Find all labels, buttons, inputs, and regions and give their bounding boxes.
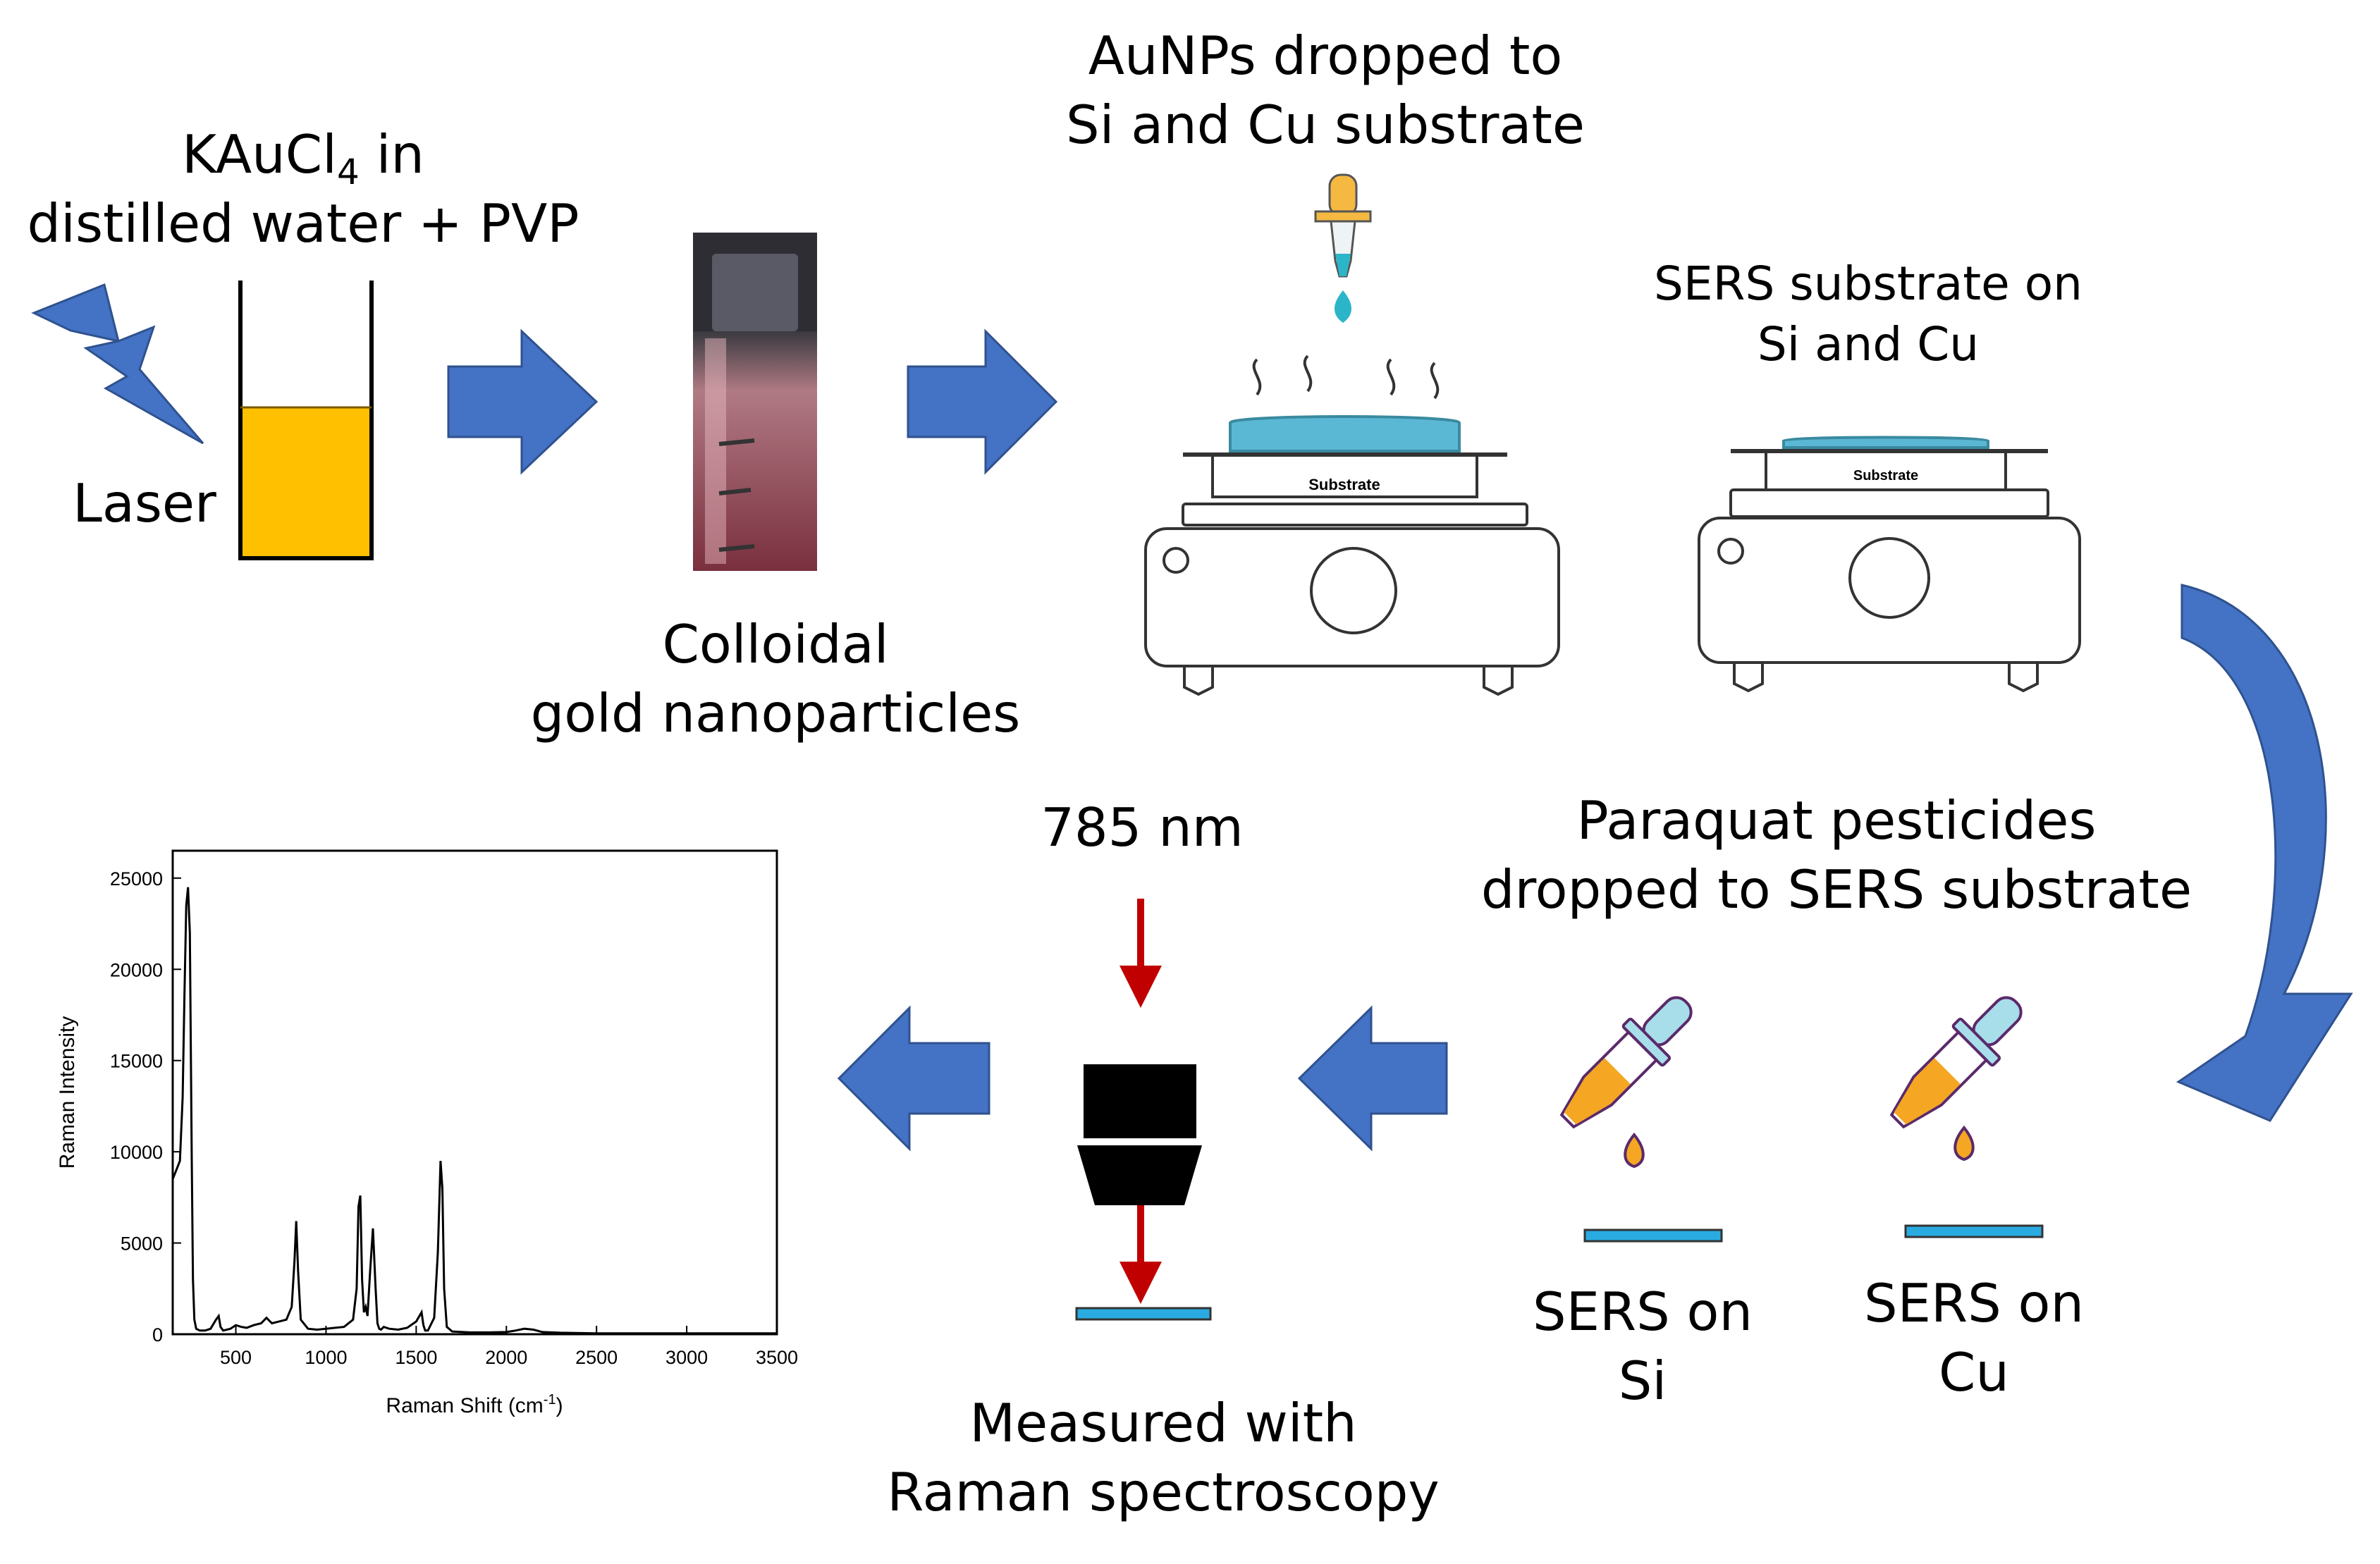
sers-si-label: SERS on Si [1533,1281,1753,1412]
chart-frame [171,849,778,1336]
flow-arrow-2 [907,328,1058,475]
x-tick-label: 500 [220,1347,252,1368]
x-tick-label: 2000 [485,1347,527,1368]
raman-spectrum-chart: 500 1000 1500 2000 2500 3000 3500 0 5000 10000 150… [56,849,798,1417]
measured-label: Measured with Raman spectroscopy [887,1392,1440,1523]
lightning-icon [31,283,204,445]
colloidal-label: Colloidal gold nanoparticles [530,613,1021,744]
sers-cu-substrate [1904,1224,2044,1238]
x-tick-label: 3000 [665,1347,708,1368]
x-tick-label: 2500 [575,1347,618,1368]
flow-arrow-4 [837,1005,990,1152]
kaucl4-label: KAuCl4 in distilled water + PVP [27,123,579,254]
dropper-icon [1314,173,1372,323]
beaker-icon [238,281,374,560]
x-tick-label: 1500 [395,1347,437,1368]
substrate-plate-label: Substrate [1308,476,1380,493]
wavelength-label: 785 nm [1041,796,1244,858]
y-tick-label: 15000 [110,1051,163,1072]
curved-flow-arrow [2176,584,2353,1122]
substrate-plate-label: Substrate [1853,468,1918,484]
paraquat-label: Paraquat pesticides dropped to SERS subs… [1480,789,2192,920]
y-tick-label: 25000 [110,868,163,889]
y-tick-label: 0 [152,1324,163,1346]
hotplate-icon [1144,415,1560,696]
x-tick-label: 1000 [305,1347,347,1368]
flow-arrow-3 [1297,1005,1448,1152]
dropper-icon [1559,996,1693,1169]
objective-icon [1075,899,1212,1321]
flow-arrow-1 [447,328,599,475]
dropper-icon [1889,996,2023,1162]
sers-substrate-label: SERS substrate on Si and Cu [1654,257,2082,371]
sers-si-substrate [1583,1229,1723,1243]
y-tick-label: 20000 [110,959,163,980]
sers-cu-label: SERS on Cu [1864,1272,2084,1403]
aunps-label: AuNPs dropped to Si and Cu substrate [1065,25,1585,156]
laser-label: Laser [73,472,216,534]
y-tick-label: 5000 [121,1233,163,1255]
x-tick-label: 3500 [756,1347,798,1368]
x-axis-label: Raman Shift (cm-1) [386,1392,563,1417]
y-tick-label: 10000 [110,1142,163,1163]
cuvette-icon [693,233,817,571]
steam-icon [1252,355,1440,400]
y-axis-label: Raman Intensity [56,1016,79,1169]
spectrum-line [171,887,777,1335]
hotplate-icon [1698,436,2081,693]
